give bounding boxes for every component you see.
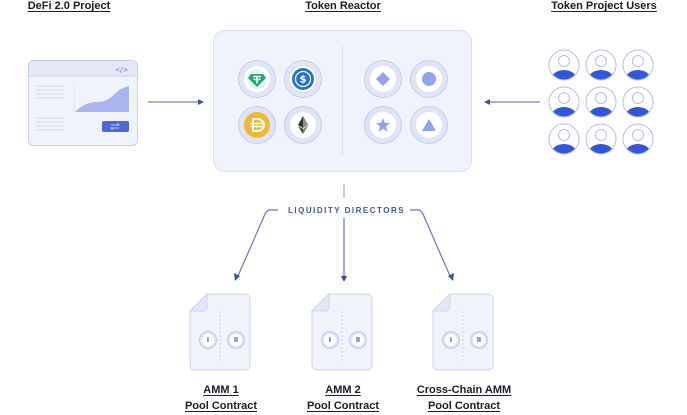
user-avatar: [622, 123, 654, 155]
token-ethereum: [284, 106, 322, 144]
reactor-divider: [342, 46, 343, 156]
pool-title: AMM 1: [203, 384, 239, 396]
user-avatar: [548, 123, 580, 155]
user-icon: [622, 49, 654, 81]
triangle-icon: [422, 119, 436, 131]
pool-slot-2: II: [470, 331, 488, 349]
user-icon: [585, 49, 617, 81]
pool-slot-label: I: [202, 334, 214, 346]
connector-right: [410, 209, 451, 277]
svg-text:$: $: [300, 75, 307, 86]
heading-token-project-users: Token Project Users: [551, 0, 657, 12]
dai-icon: [250, 118, 265, 132]
area-chart: [75, 86, 129, 112]
user-avatar: [622, 49, 654, 81]
user-icon: [548, 86, 580, 118]
pool-slot-label: II: [352, 334, 364, 346]
ethereum-icon: [298, 116, 308, 134]
token-diamond: [364, 60, 402, 98]
user-icon: [622, 86, 654, 118]
swap-button: [102, 121, 129, 132]
pool-contract-document: [188, 292, 251, 371]
arrow-right: [448, 273, 454, 281]
user-avatar: [548, 49, 580, 81]
pool-slot-2: II: [349, 331, 367, 349]
text-lines-top: [36, 85, 64, 99]
code-icon: </>: [115, 66, 128, 74]
pool-slot-label: I: [324, 334, 336, 346]
defi-project-window: </>: [28, 60, 138, 146]
arrow-center: [341, 276, 347, 282]
pool-slot-1: I: [199, 331, 217, 349]
star-icon: [376, 118, 390, 132]
pool-slot-1: I: [442, 331, 460, 349]
user-icon: [585, 86, 617, 118]
pool-slot-label: I: [445, 334, 457, 346]
usd-coin-icon: $: [292, 68, 314, 90]
pool-subtitle: Pool Contract: [184, 400, 258, 412]
user-icon: [548, 123, 580, 155]
user-avatar: [585, 86, 617, 118]
arrow-left: [234, 273, 240, 281]
user-icon: [622, 123, 654, 155]
heading-defi-project: DeFi 2.0 Project: [27, 0, 111, 12]
liquidity-connectors: [234, 184, 454, 282]
token-triangle: [410, 106, 448, 144]
user-icon: [585, 123, 617, 155]
user-avatar: [548, 86, 580, 118]
pool-contract-document: [310, 292, 373, 371]
pool-slot-label: II: [230, 334, 242, 346]
diamond-icon: [376, 72, 390, 86]
users-grid: [548, 49, 660, 159]
token-dai: [238, 106, 276, 144]
token-tether: [238, 60, 276, 98]
token-usd-coin: $: [284, 60, 322, 98]
text-lines-bottom: [36, 117, 64, 131]
pool-slot-1: I: [321, 331, 339, 349]
circle-icon: [422, 72, 436, 86]
pool-slot-label: II: [473, 334, 485, 346]
pool-title: AMM 2: [325, 384, 361, 396]
pool-contract-document: [431, 292, 494, 371]
arrow-users-to-reactor: [484, 99, 540, 105]
liquidity-directors-label: LIQUIDITY DIRECTORS: [288, 206, 406, 215]
heading-token-reactor: Token Reactor: [305, 0, 381, 12]
swap-icon: [109, 123, 121, 130]
token-circle: [410, 60, 448, 98]
pool-subtitle: Pool Contract: [427, 400, 501, 412]
pool-slot-2: II: [227, 331, 245, 349]
pool-subtitle: Pool Contract: [306, 400, 380, 412]
pool-title: Cross-Chain AMM: [416, 384, 512, 396]
tether-icon: [247, 69, 267, 89]
connector-left: [237, 209, 278, 277]
user-icon: [548, 49, 580, 81]
user-avatar: [585, 123, 617, 155]
user-avatar: [622, 86, 654, 118]
arrow-defi-to-reactor: [148, 99, 204, 105]
token-star: [364, 106, 402, 144]
user-avatar: [585, 49, 617, 81]
